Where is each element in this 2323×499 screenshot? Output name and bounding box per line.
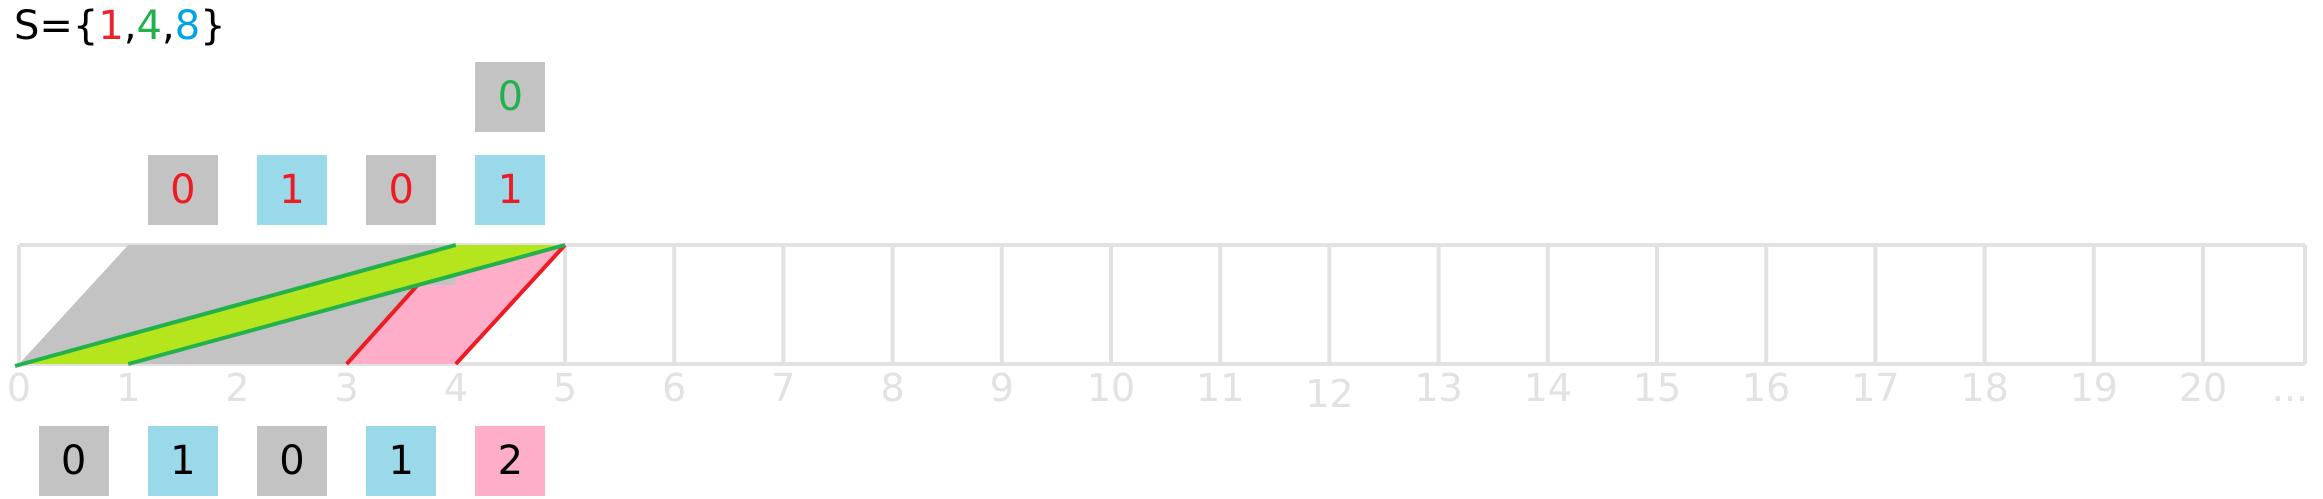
set-label-prefix: S={	[14, 3, 99, 49]
tick-label: 7	[771, 366, 796, 410]
tick-label: 1	[116, 366, 141, 410]
tick-label: 5	[552, 366, 578, 410]
set-separator-1: ,	[123, 3, 137, 49]
shape-layer	[14, 243, 567, 368]
set-element-8: 8	[174, 3, 201, 49]
lime-band	[19, 245, 565, 364]
green-line	[14, 243, 457, 368]
set-label-suffix: }	[200, 3, 226, 49]
tick-label: 4	[443, 366, 468, 410]
tick-label: 17	[1851, 366, 1900, 410]
top-value-box: 1	[475, 155, 546, 225]
tick-label: 11	[1196, 366, 1245, 410]
tick-label: 9	[989, 366, 1014, 410]
tick-label: ...	[2271, 366, 2309, 410]
set-element-1: 1	[98, 3, 124, 49]
tick-label: 8	[880, 366, 905, 410]
tick-label: 0	[6, 366, 32, 410]
red-line	[345, 283, 420, 366]
top-value-box: 0	[366, 155, 437, 225]
bottom-value-box: 1	[366, 426, 437, 496]
top-value-box: 0	[147, 155, 218, 225]
tick-label: 20	[2178, 366, 2228, 410]
bottom-value-box: 0	[38, 426, 109, 496]
top-value-box: 0	[475, 62, 546, 132]
top-value-box: 1	[257, 155, 327, 225]
tick-label: 16	[1742, 366, 1791, 410]
tick-label: 3	[334, 366, 359, 410]
tick-label: 19	[2069, 366, 2118, 410]
tick-label: 13	[1414, 366, 1463, 410]
pink-region	[346, 245, 565, 364]
tick-label: 10	[1086, 366, 1136, 410]
set-label: S={1,4,8}	[14, 0, 226, 52]
tick-label: 6	[662, 366, 687, 410]
set-separator-2: ,	[161, 3, 175, 49]
tick-label: 15	[1632, 366, 1682, 410]
tick-label: 2	[225, 366, 250, 410]
bottom-value-box: 1	[147, 426, 218, 496]
red-line	[454, 243, 567, 366]
green-line	[127, 243, 566, 366]
bottom-value-box: 2	[475, 426, 546, 496]
set-element-4: 4	[136, 3, 162, 49]
tick-label: 14	[1523, 366, 1572, 410]
bottom-value-box: 0	[257, 426, 327, 496]
tick-label: 12	[1305, 372, 1354, 416]
tick-label: 18	[1960, 366, 2009, 410]
